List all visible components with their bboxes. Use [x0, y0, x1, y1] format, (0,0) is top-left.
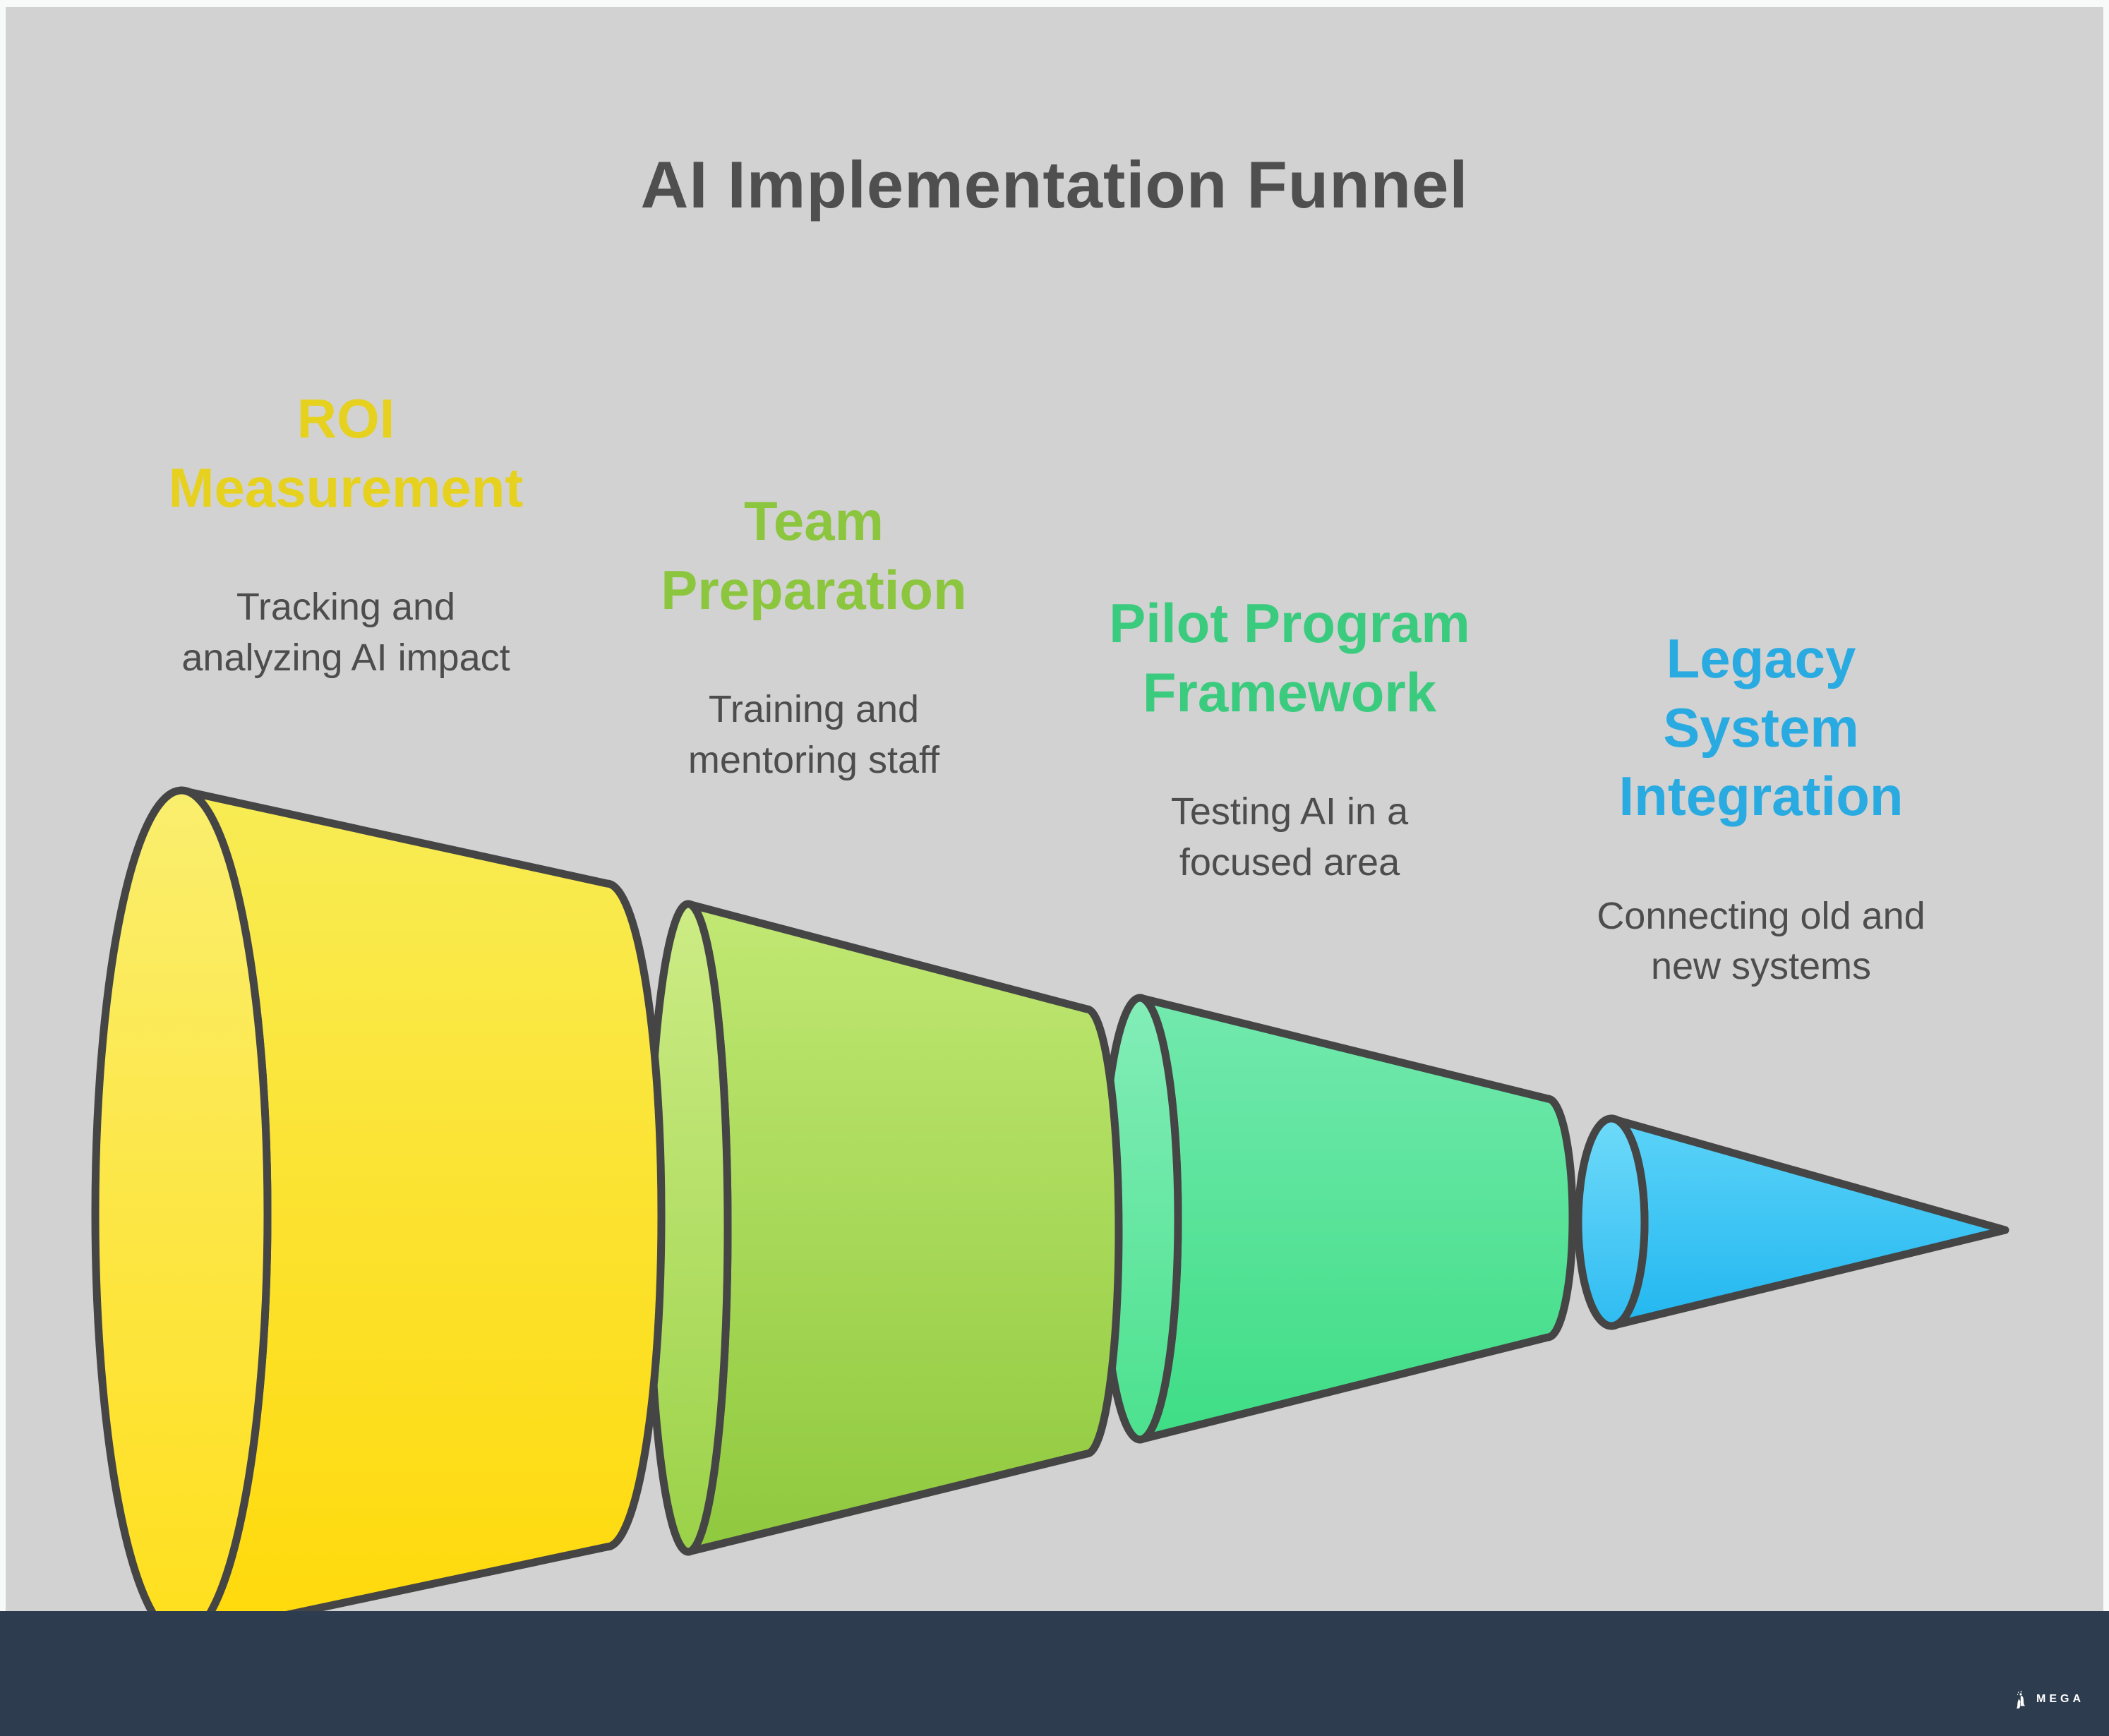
stage-description-legacy-system-integration: Connecting old and new systems [1597, 894, 1925, 988]
statue-figure-icon [2012, 1689, 2028, 1709]
page-title: AI Implementation Funnel [640, 147, 1469, 222]
stage-title-legacy-system-integration: Legacy System Integration [1618, 627, 1904, 827]
stage-label-legacy-system-integration: Legacy System Integration Connecting old… [1514, 625, 2008, 992]
stage-title-pilot-program-framework: Pilot Program Framework [1109, 592, 1470, 723]
stage-label-roi-measurement: ROI Measurement Tracking and analyzing A… [99, 385, 593, 684]
stage-description-pilot-program-framework: Testing AI in a focused area [1170, 790, 1409, 884]
footer-bar [0, 1611, 2109, 1736]
stage-title-roi-measurement: ROI Measurement [168, 387, 524, 519]
stage-label-team-preparation: Team Preparation Training and mentoring … [567, 487, 1061, 786]
brand-name: MEGA [2036, 1693, 2084, 1705]
stage-description-team-preparation: Training and mentoring staff [687, 688, 940, 781]
stage-title-team-preparation: Team Preparation [661, 490, 967, 621]
stage-label-pilot-program-framework: Pilot Program Framework Testing AI in a … [1043, 589, 1537, 888]
brand-logo: MEGA [2012, 1689, 2084, 1709]
stage-description-roi-measurement: Tracking and analyzing AI impact [181, 586, 510, 679]
